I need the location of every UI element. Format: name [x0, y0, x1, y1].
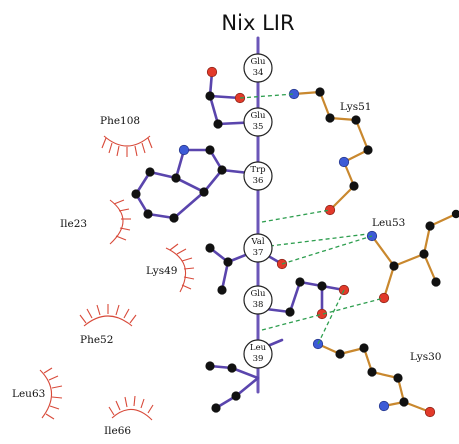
lys51-nitrogen-2: [338, 156, 350, 168]
lys30-oxygen: [424, 406, 436, 418]
residue-node-leu39: Leu 39: [243, 339, 273, 369]
svg-text:35: 35: [253, 122, 264, 132]
svg-text:39: 39: [253, 354, 264, 364]
residue-node-trp36: Trp 36: [243, 161, 273, 191]
hbond-val37-leu53: [281, 235, 373, 265]
contact-arc-ile66: Ile66: [104, 395, 154, 437]
leu53-chain: [366, 209, 459, 304]
hbond-trp36-lys51: [261, 209, 331, 223]
svg-text:Ile23: Ile23: [60, 218, 87, 230]
svg-text:Trp: Trp: [250, 165, 266, 175]
svg-text:34: 34: [253, 68, 264, 78]
svg-text:Lys49: Lys49: [146, 265, 177, 277]
lys30-nitrogen-2: [378, 400, 390, 412]
residue-node-glu38: Glu 38: [243, 285, 273, 315]
residue-node-glu34: Glu 34: [243, 53, 273, 83]
glu38-side-chain: [256, 277, 350, 320]
svg-text:Val: Val: [250, 237, 264, 247]
hbond-leu39-leu53: [261, 297, 385, 331]
contact-arc-lys49: Lys49: [146, 243, 195, 293]
contact-arc-leu63: Leu63: [12, 367, 63, 420]
contact-arc-phe52: Phe52: [79, 304, 137, 346]
label-lys51: Lys51: [340, 101, 371, 113]
leu39-side-chain: [205, 338, 284, 413]
label-lys30: Lys30: [410, 351, 441, 363]
glu38-oxygen-2: [316, 308, 328, 320]
glu35-side-chain: [205, 66, 260, 129]
diagram-title: Nix LIR: [221, 11, 294, 35]
hbond-glu35-lys51: [239, 93, 295, 99]
svg-text:38: 38: [253, 300, 264, 310]
svg-text:Leu: Leu: [250, 343, 267, 353]
svg-text:36: 36: [253, 176, 264, 186]
lys30-chain: [312, 338, 436, 418]
residue-node-val37: Val 37: [243, 233, 273, 263]
residue-node-glu35: Glu 35: [243, 107, 273, 137]
lys51-chain: [288, 87, 373, 216]
svg-text:37: 37: [253, 248, 264, 258]
svg-text:Leu63: Leu63: [12, 388, 45, 400]
lys51-oxygen: [324, 204, 336, 216]
hbond-glu38-lys30: [317, 289, 345, 345]
svg-text:Glu: Glu: [251, 289, 267, 299]
hbond-val37-leu53-b: [269, 233, 369, 247]
svg-text:Phe108: Phe108: [100, 115, 140, 127]
contact-arc-ile23: Ile23: [60, 199, 131, 245]
hydrogen-bonds: [239, 93, 385, 345]
contact-arc-phe108: Phe108: [100, 115, 153, 157]
glu35-oxygen-1: [206, 66, 218, 78]
svg-text:Ile66: Ile66: [104, 425, 131, 437]
svg-text:Phe52: Phe52: [80, 334, 113, 346]
svg-text:Glu: Glu: [251, 111, 267, 121]
svg-text:Glu: Glu: [251, 57, 267, 67]
label-leu53: Leu53: [372, 217, 405, 229]
trp36-nitrogen: [178, 144, 190, 156]
trp36-side-chain: [131, 144, 260, 223]
